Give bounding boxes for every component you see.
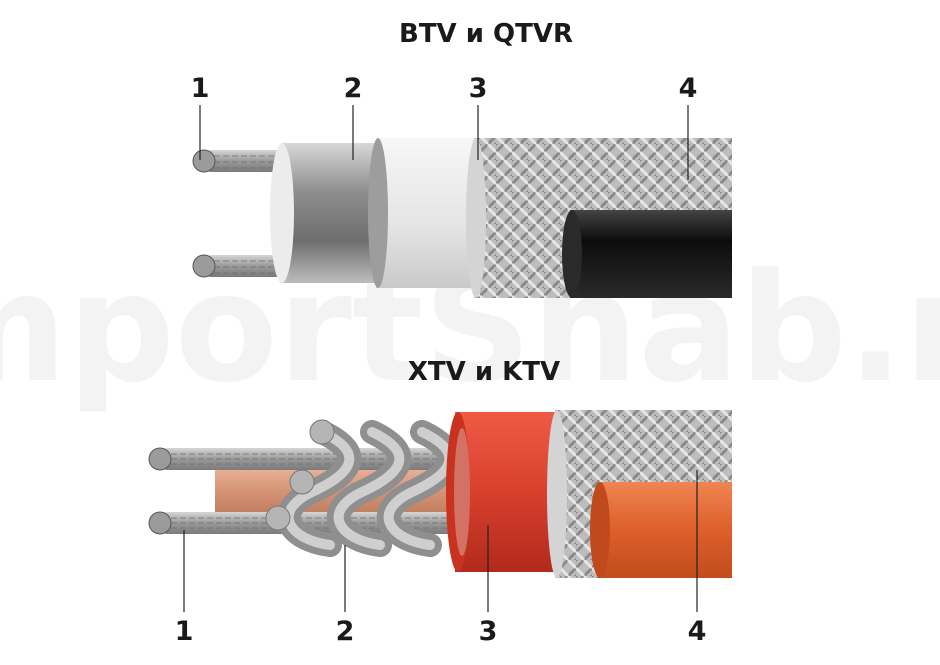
top-outer-jacket xyxy=(562,210,732,298)
top-leader-lines xyxy=(199,105,689,180)
bottom-cable-title: XTV и KTV xyxy=(408,357,560,387)
top-label-2: 2 xyxy=(344,73,363,104)
top-label-3: 3 xyxy=(469,73,488,104)
bottom-spiral-wire xyxy=(265,419,462,557)
bottom-outer-jacket xyxy=(590,482,732,578)
bottom-leader-lines xyxy=(183,470,698,612)
bottom-insulation xyxy=(446,412,560,572)
bottom-label-1: 1 xyxy=(175,616,194,647)
top-insulation xyxy=(368,138,476,288)
top-cable-title: BTV и QTVR xyxy=(399,19,573,49)
bottom-label-4: 4 xyxy=(688,616,707,647)
top-cable xyxy=(192,138,732,298)
bottom-label-2: 2 xyxy=(336,616,355,647)
bottom-label-3: 3 xyxy=(479,616,498,647)
top-label-1: 1 xyxy=(191,73,210,104)
top-label-4: 4 xyxy=(679,73,698,104)
bottom-cable xyxy=(148,410,732,578)
top-semiconductive-core xyxy=(270,143,382,283)
